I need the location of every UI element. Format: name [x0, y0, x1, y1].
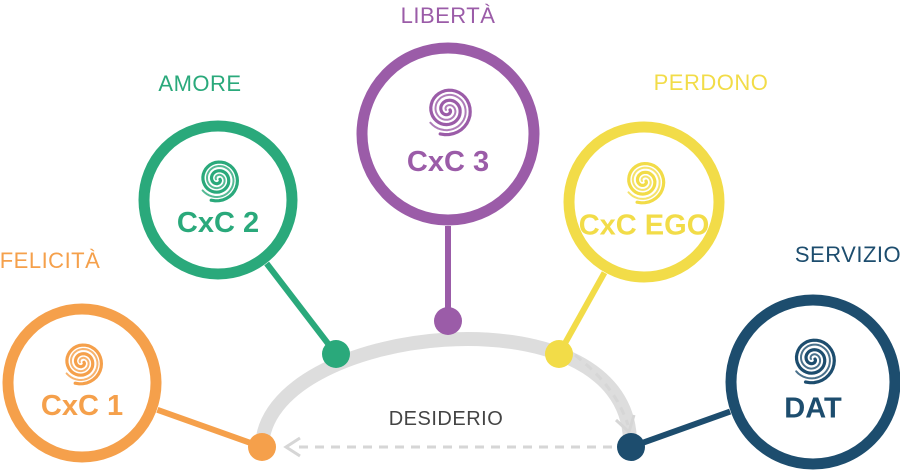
- arc-dashed-arrow: [574, 353, 630, 426]
- arc-arrow-head: [614, 414, 636, 435]
- node-cxc3: CxC 3 LIBERTÀ: [356, 3, 540, 335]
- connector-line: [629, 408, 732, 450]
- arc-dot: [248, 433, 276, 461]
- connector-line: [556, 271, 608, 356]
- node-value-label: AMORE: [158, 71, 241, 96]
- node-dat: DAT SERVIZIO: [617, 242, 900, 470]
- node-cxc1: CxC 1 FELICITÀ: [0, 248, 276, 463]
- spiral-icon: [429, 88, 472, 137]
- arc-dot: [545, 340, 573, 368]
- arc-dot: [617, 433, 645, 461]
- return-arrow-head: [283, 436, 301, 458]
- node-code: CxC 1: [41, 390, 123, 422]
- node-cxcego: CxC EGO PERDONO: [545, 70, 768, 368]
- arc-dot: [434, 307, 462, 335]
- arc-dot: [322, 340, 350, 368]
- node-value-label: LIBERTÀ: [401, 3, 496, 28]
- node-value-label: FELICITÀ: [0, 248, 100, 273]
- node-code: CxC 3: [407, 146, 489, 178]
- node-value-label: PERDONO: [654, 70, 769, 95]
- node-code: CxC 2: [177, 207, 259, 239]
- spiral-icon: [794, 338, 836, 385]
- spiral-icon: [627, 161, 666, 205]
- connector-line: [156, 406, 264, 450]
- node-value-label: SERVIZIO: [795, 242, 900, 267]
- spiral-icon: [65, 343, 104, 386]
- node-code: CxC EGO: [579, 209, 710, 241]
- node-cxc2: CxC 2 AMORE: [138, 71, 350, 368]
- center-label: DESIDERIO: [389, 408, 504, 430]
- spiral-icon: [201, 160, 240, 203]
- node-code: DAT: [784, 392, 842, 424]
- nodes-group: CxC 1 FELICITÀ CxC 2 AMORE CxC 3 LIBERTÀ CxC E…: [0, 3, 900, 470]
- connector-line: [264, 261, 339, 356]
